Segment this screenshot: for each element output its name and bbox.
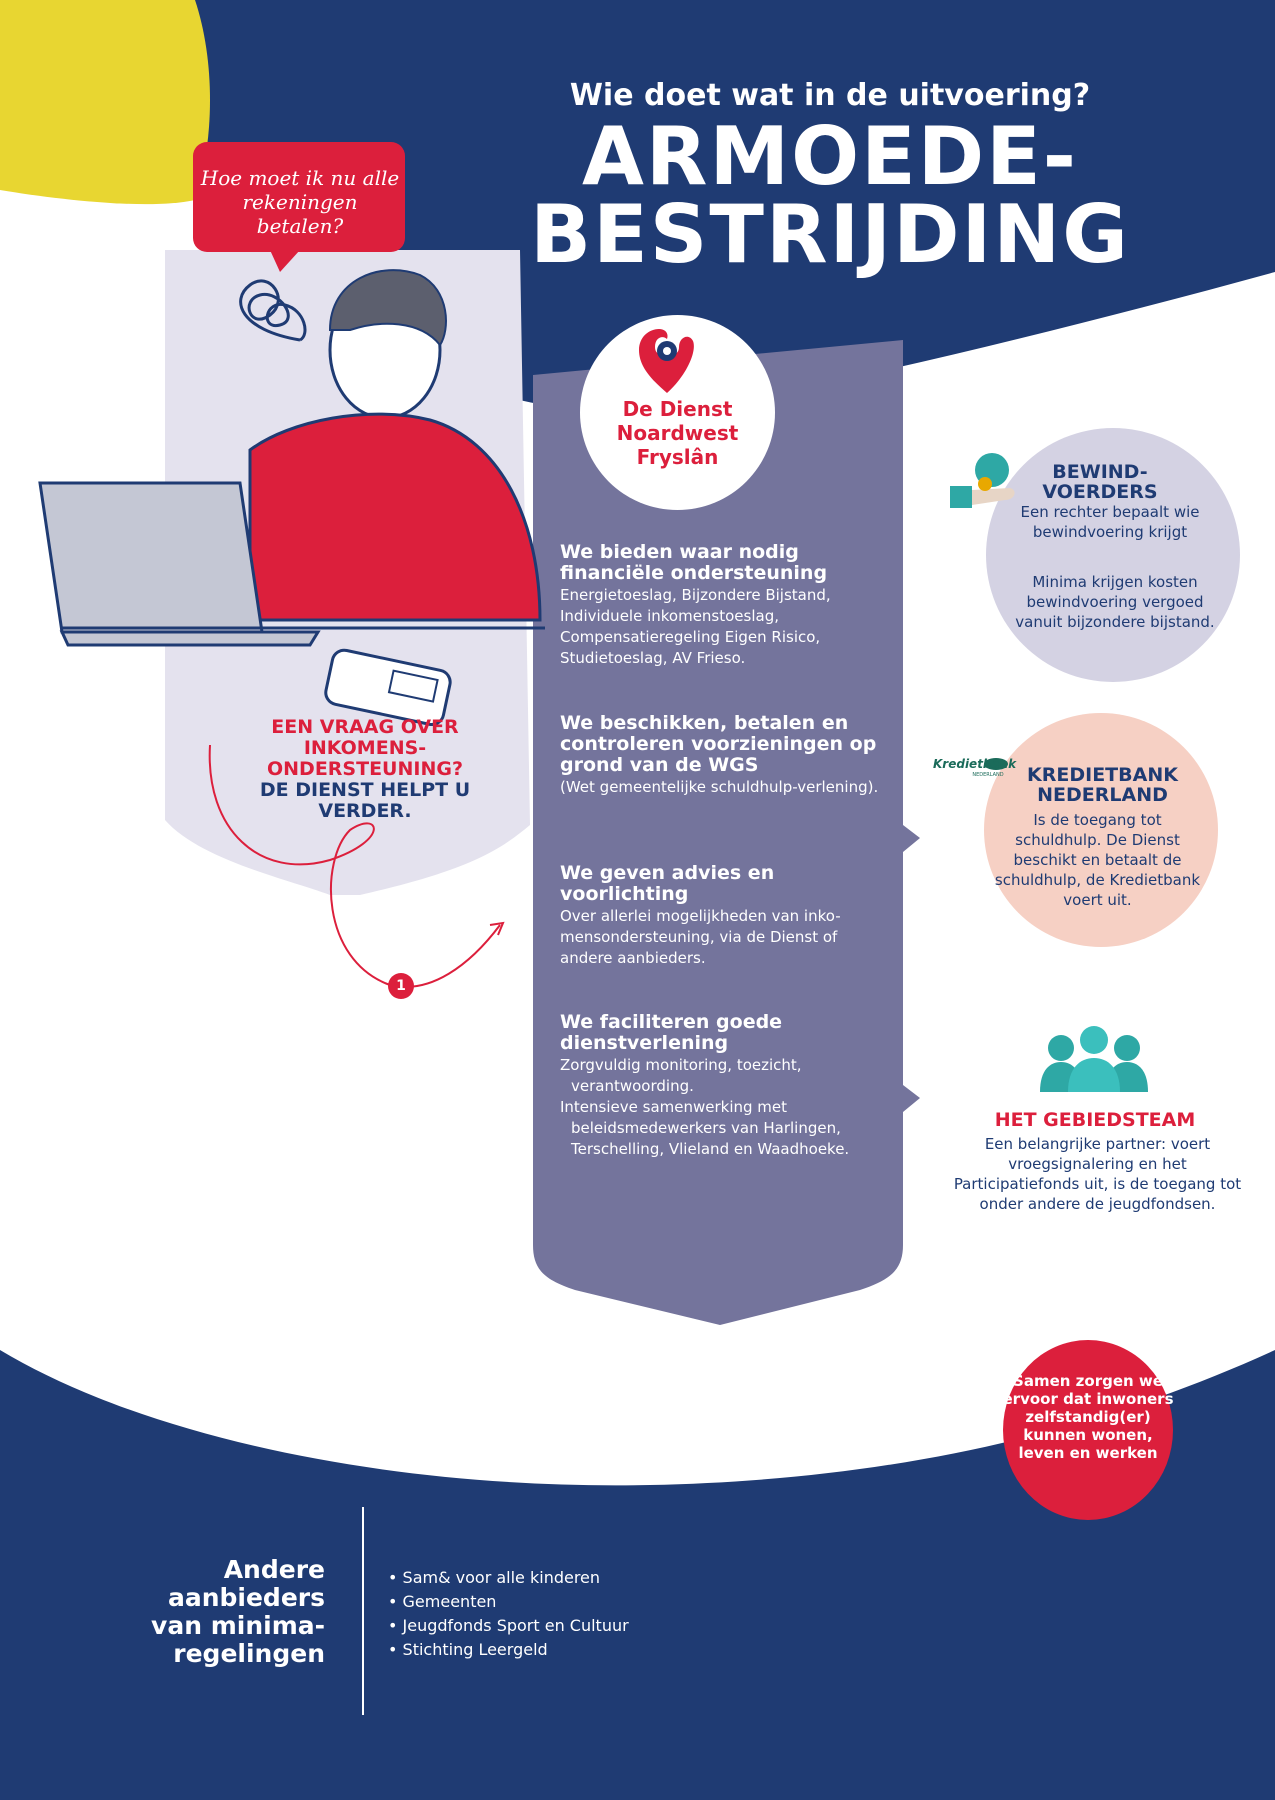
- kredietbank-logo-text: Kredietbank: [933, 757, 1017, 771]
- footer-list: Sam& voor alle kinderen Gemeenten Jeugdf…: [388, 1566, 629, 1662]
- service-financial: We bieden waar nodig financiële onderste…: [560, 542, 890, 669]
- kredietbank-logo: [984, 758, 1008, 770]
- service-title: We geven advies en voorlichting: [560, 862, 775, 905]
- bewind-line1: Een rechter bepaalt wie bewindvoering kr…: [1020, 503, 1200, 541]
- logo-name: De Dienst Noardwest Fryslân: [616, 397, 739, 469]
- service-body: (Wet gemeentelijke schuldhulp-verlening)…: [560, 778, 879, 796]
- service-wgs: We beschikken, betalen en controleren vo…: [560, 713, 890, 798]
- samen-text: Samen zorgen we ervoor dat inwoners zelf…: [1002, 1372, 1174, 1462]
- scribble-icon: [239, 279, 307, 342]
- list-item: Gemeenten: [388, 1590, 629, 1614]
- yellow-corner: [0, 0, 210, 205]
- logo-circle: [580, 315, 775, 510]
- gebiedsteam-title: HET GEBIEDSTEAM: [994, 1109, 1196, 1131]
- dienst-logo-heart-icon: [639, 329, 694, 393]
- service-body: Over allerlei mogelijkheden van inko-men…: [560, 907, 841, 967]
- service-title: We bieden waar nodig financiële onderste…: [560, 541, 828, 584]
- page-title: ARMOEDE- BESTRIJDING: [530, 110, 1130, 281]
- service-body: Energietoeslag, Bijzondere Bijstand, Ind…: [560, 586, 831, 667]
- question-red: EEN VRAAG OVER INKOMENS-ONDERSTEUNING?: [267, 716, 463, 780]
- list-item: Jeugdfonds Sport en Cultuur: [388, 1614, 629, 1638]
- person-hair: [328, 269, 447, 347]
- footer-band: [0, 1350, 1275, 1800]
- service-column: [533, 340, 920, 1325]
- kredietbank-title: KREDIETBANK NEDERLAND: [1027, 764, 1178, 806]
- people-group-icon: [1040, 1026, 1148, 1092]
- service-facilitate: We faciliteren goede dienstverlening Zor…: [560, 1012, 890, 1160]
- service-bullets: Zorgvuldig monitoring, toezicht, verantw…: [560, 1055, 890, 1160]
- bewind-title: BEWIND-VOERDERS: [1042, 461, 1158, 503]
- flow-arrow: [208, 744, 501, 988]
- service-title: We beschikken, betalen en controleren vo…: [560, 712, 877, 776]
- list-item: Stichting Leergeld: [388, 1638, 629, 1662]
- list-item: Zorgvuldig monitoring, toezicht, verantw…: [560, 1056, 802, 1095]
- service-title: We faciliteren goede dienstverlening: [560, 1011, 783, 1054]
- question-text: EEN VRAAG OVER INKOMENS-ONDERSTEUNING? D…: [215, 717, 515, 822]
- bewind-circle: [986, 428, 1240, 682]
- calculator-icon: [324, 648, 452, 727]
- page-subtitle: Wie doet wat in de uitvoering?: [569, 78, 1091, 113]
- gebiedsteam-body: Een belangrijke partner: voert vroegsign…: [953, 1135, 1242, 1213]
- kredietbank-body: Is de toegang tot schuldhulp. De Dienst …: [994, 811, 1201, 909]
- kredietbank-circle: [984, 713, 1218, 947]
- money-bag-hand-icon: [950, 453, 1015, 508]
- samen-circle: [1003, 1340, 1173, 1520]
- speech-bubble-text: Hoe moet ik nu alle rekeningen betalen?: [200, 166, 400, 238]
- list-item: Sam& voor alle kinderen: [388, 1566, 629, 1590]
- list-item: Intensieve samenwerking met beleidsmedew…: [560, 1098, 850, 1158]
- laptop-base-icon: [59, 630, 321, 647]
- bewind-line2: Minima krijgen kosten bewindvoering verg…: [1015, 573, 1215, 631]
- step-number: 1: [396, 978, 406, 994]
- arrow-head-icon: [489, 921, 505, 936]
- service-advice: We geven advies en voorlichting Over all…: [560, 863, 890, 969]
- step-badge: [388, 973, 414, 999]
- kredietbank-logo-sub: NEDERLAND: [972, 772, 1004, 778]
- speech-bubble: [193, 142, 405, 252]
- speech-bubble-tail: [270, 250, 300, 272]
- laptop-screen-icon: [38, 481, 264, 634]
- footer-title: Andere aanbieders van minima- regelingen: [151, 1555, 325, 1668]
- person-body: [248, 412, 542, 622]
- question-blue: DE DIENST HELPT U VERDER.: [259, 779, 471, 822]
